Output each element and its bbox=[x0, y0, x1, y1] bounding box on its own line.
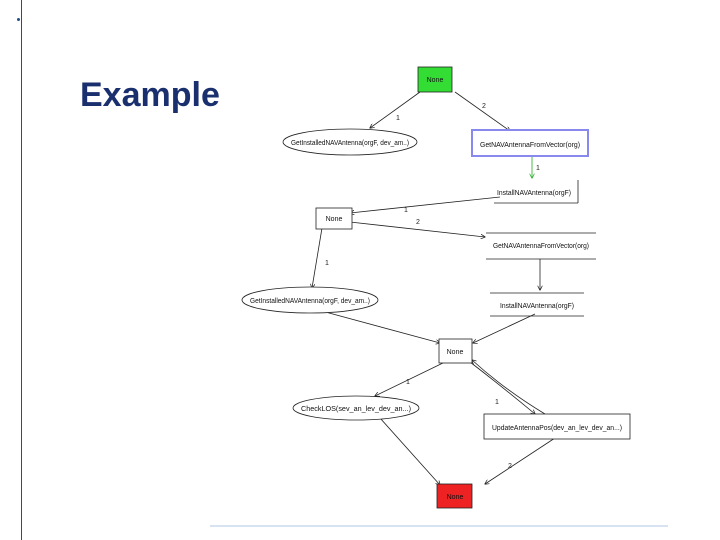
node-none-3: None bbox=[438, 338, 473, 364]
svg-text:None: None bbox=[447, 349, 464, 356]
node-box-d: InstallNAVAntenna(orgF) bbox=[490, 292, 584, 317]
node-ellipse-c: CheckLOS(sev_an_lev_dev_an...) bbox=[292, 395, 420, 421]
edge-label: 2 bbox=[416, 219, 420, 226]
edge-box-e-to-end bbox=[485, 437, 556, 484]
svg-text:GetNAVAntennaFromVector(org): GetNAVAntennaFromVector(org) bbox=[493, 243, 589, 250]
edge-label: 1 bbox=[536, 165, 540, 172]
node-box-e: UpdateAntennaPos(dev_an_lev_dev_an...) bbox=[483, 413, 631, 440]
edge-label: 2 bbox=[508, 463, 512, 470]
edge-none-3-to-box-e bbox=[469, 361, 535, 414]
edge-box-e-to-none-3 bbox=[472, 360, 546, 415]
node-box-a: GetNAVAntennaFromVector(org) bbox=[471, 129, 589, 157]
edge-none-2-to-ellipse-b bbox=[312, 227, 323, 288]
slide-left-rule bbox=[21, 0, 22, 540]
edge-label: 1 bbox=[404, 207, 408, 214]
edge-label: 1 bbox=[406, 379, 410, 386]
edge-label: 1 bbox=[495, 399, 499, 406]
edge-ellipse-c-to-end bbox=[379, 417, 440, 485]
slide-bottom-rule bbox=[210, 525, 668, 527]
edge-box-d-to-none-3 bbox=[473, 313, 536, 343]
svg-text:None: None bbox=[427, 77, 444, 84]
svg-text:None: None bbox=[326, 216, 343, 223]
svg-text:GetNAVAntennaFromVector(org): GetNAVAntennaFromVector(org) bbox=[480, 142, 580, 149]
svg-text:InstallNAVAntenna(orgF): InstallNAVAntenna(orgF) bbox=[500, 303, 574, 310]
edge-start-to-box-a bbox=[454, 91, 510, 131]
node-box-b: InstallNAVAntenna(orgF) bbox=[494, 180, 579, 204]
slide-bullet-dot bbox=[17, 18, 20, 21]
node-none-2: None bbox=[315, 207, 353, 230]
svg-text:CheckLOS(sev_an_lev_dev_an...): CheckLOS(sev_an_lev_dev_an...) bbox=[301, 406, 411, 413]
edge-none-2-to-box-c bbox=[349, 221, 485, 237]
edge-label: 2 bbox=[482, 103, 486, 110]
svg-text:UpdateAntennaPos(dev_an_lev_de: UpdateAntennaPos(dev_an_lev_dev_an...) bbox=[492, 425, 622, 432]
edge-ellipse-b-to-none-3 bbox=[317, 309, 440, 343]
edge-none-3-to-ellipse-c bbox=[375, 361, 446, 396]
edge-start-to-ellipse-a bbox=[370, 91, 421, 128]
node-start: None bbox=[417, 66, 453, 93]
svg-text:InstallNAVAntenna(orgF): InstallNAVAntenna(orgF) bbox=[497, 190, 571, 197]
edge-label: 1 bbox=[396, 115, 400, 122]
svg-text:GetInstalledNAVAntenna(orgF, d: GetInstalledNAVAntenna(orgF, dev_am..) bbox=[250, 298, 370, 305]
edge-label: 1 bbox=[325, 260, 329, 267]
svg-text:GetInstalledNAVAntenna(orgF, d: GetInstalledNAVAntenna(orgF, dev_am..) bbox=[291, 140, 409, 147]
node-box-c: GetNAVAntennaFromVector(org) bbox=[486, 232, 596, 260]
svg-text:None: None bbox=[447, 494, 464, 501]
node-end: None bbox=[436, 483, 473, 509]
edge-box-b-to-none-2 bbox=[350, 196, 501, 213]
slide-title: Example bbox=[80, 76, 220, 114]
node-ellipse-a: GetInstalledNAVAntenna(orgF, dev_am..) bbox=[282, 128, 418, 156]
node-ellipse-b: GetInstalledNAVAntenna(orgF, dev_am..) bbox=[241, 286, 379, 314]
